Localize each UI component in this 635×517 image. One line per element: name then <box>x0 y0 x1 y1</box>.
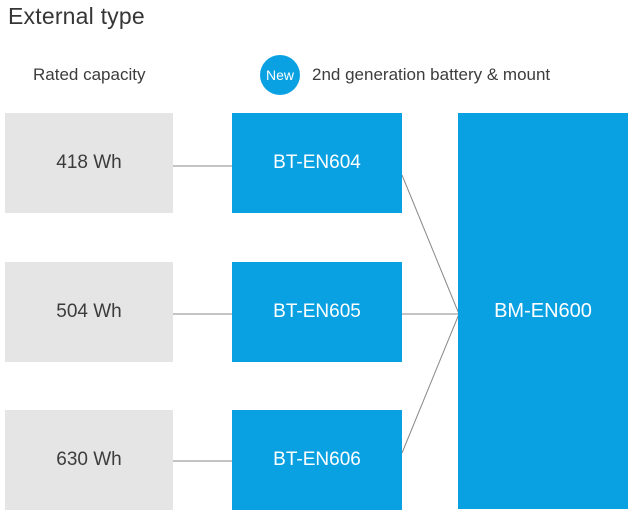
capacity-box-418wh: 418 Wh <box>5 113 173 213</box>
battery-box-bt-en605: BT-EN605 <box>232 262 402 362</box>
page-title: External type <box>8 3 145 29</box>
mount-box-bm-en600: BM-EN600 <box>458 113 628 509</box>
capacity-box-504wh: 504 Wh <box>5 262 173 362</box>
connector-battery3-mount <box>401 313 460 454</box>
new-badge: New <box>260 55 300 95</box>
battery-box-bt-en604: BT-EN604 <box>232 113 402 213</box>
connector-battery1-mount <box>401 174 460 315</box>
battery-box-bt-en606: BT-EN606 <box>232 410 402 510</box>
rated-capacity-label: Rated capacity <box>33 65 146 84</box>
generation-label: 2nd generation battery & mount <box>312 65 551 84</box>
capacity-box-630wh: 630 Wh <box>5 410 173 510</box>
new-badge-label: New <box>265 67 294 83</box>
